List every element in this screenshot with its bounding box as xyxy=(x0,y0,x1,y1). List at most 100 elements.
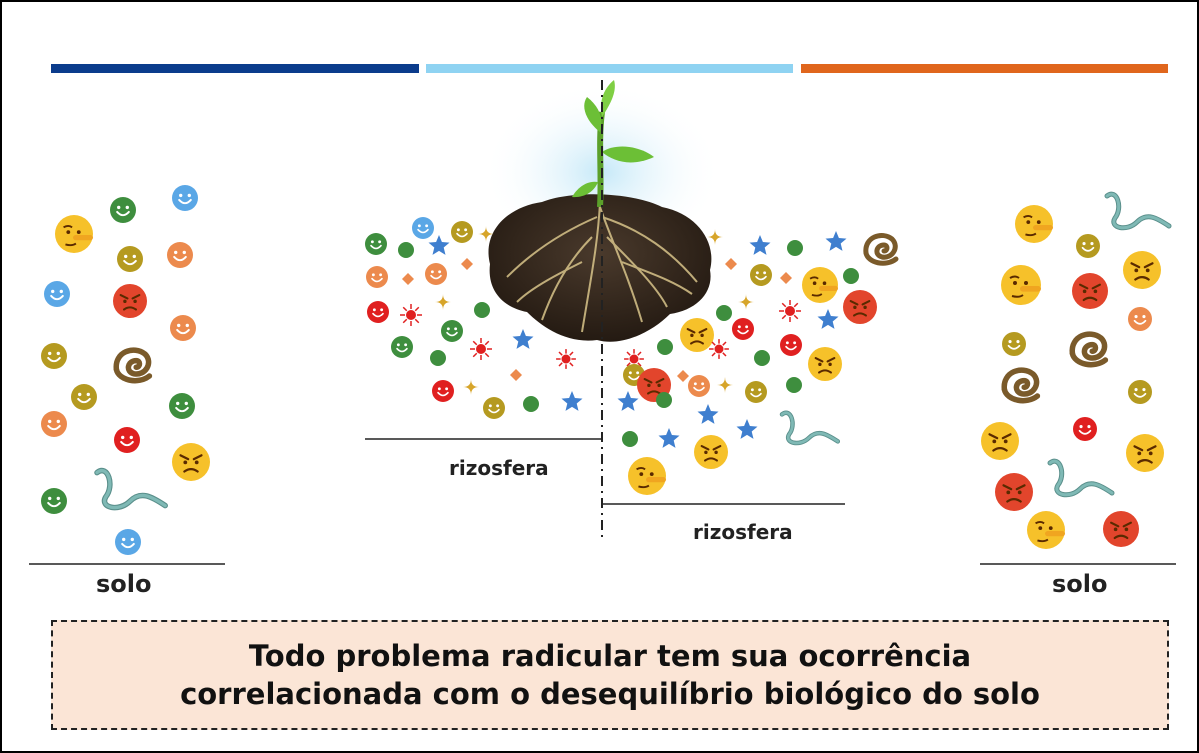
conclusion-callout: Todo problema radicular tem sua ocorrênc… xyxy=(51,620,1169,730)
star-icon xyxy=(561,391,583,411)
microbe-dot-icon xyxy=(474,302,490,318)
smiley-icon xyxy=(41,488,67,514)
label-rhizosphere-right: rizosfera xyxy=(693,520,793,544)
smiley-icon xyxy=(170,315,196,341)
smiley-icon xyxy=(115,529,141,555)
header-bar-orange xyxy=(801,64,1168,73)
sparkle-icon xyxy=(463,379,479,395)
nematode-icon xyxy=(1104,191,1172,231)
sparkle-icon xyxy=(435,294,451,310)
smiley-icon xyxy=(41,343,67,369)
microbe-dot-icon xyxy=(843,268,859,284)
smiley-icon xyxy=(750,264,772,286)
earthworm-icon xyxy=(1001,367,1041,404)
smiley-icon xyxy=(169,393,195,419)
label-left-soil: solo xyxy=(96,570,152,598)
lying-face-icon xyxy=(1001,265,1041,305)
angry-face-icon xyxy=(843,290,877,324)
smiley-icon xyxy=(167,242,193,268)
smiley-icon xyxy=(71,384,97,410)
angry-face-icon xyxy=(1072,273,1108,309)
smiley-icon xyxy=(110,197,136,223)
angry-face-icon xyxy=(1126,434,1164,472)
microbe-dot-icon xyxy=(787,240,803,256)
lying-face-icon xyxy=(1015,205,1053,243)
bacteria-burst-icon xyxy=(779,300,801,322)
lying-face-icon xyxy=(1027,511,1065,549)
microbe-dot-icon xyxy=(786,377,802,393)
smiley-icon xyxy=(688,375,710,397)
nematode-icon xyxy=(779,410,841,446)
angry-face-icon xyxy=(680,318,714,352)
callout-line-1: Todo problema radicular tem sua ocorrênc… xyxy=(248,639,972,673)
organisms xyxy=(41,185,1172,555)
smiley-icon xyxy=(365,233,387,255)
microbe-dot-icon xyxy=(398,242,414,258)
sparkle-icon xyxy=(717,377,733,393)
angry-face-icon xyxy=(808,347,842,381)
smiley-icon xyxy=(441,320,463,342)
angry-face-icon xyxy=(172,443,210,481)
smiley-icon xyxy=(1076,234,1100,258)
smiley-icon xyxy=(391,336,413,358)
star-icon xyxy=(428,235,450,255)
star-icon xyxy=(658,428,680,448)
label-right-soil: solo xyxy=(1052,570,1108,598)
star-icon xyxy=(817,309,839,329)
microbe-dot-icon xyxy=(716,305,732,321)
star-icon xyxy=(512,329,534,349)
angry-face-icon xyxy=(1123,251,1161,289)
smiley-icon xyxy=(44,281,70,307)
microbe-dot-icon xyxy=(430,350,446,366)
diamond-icon xyxy=(510,369,522,381)
smiley-icon xyxy=(451,221,473,243)
bacteria-burst-icon xyxy=(470,338,492,360)
smiley-icon xyxy=(483,397,505,419)
diamond-icon xyxy=(780,272,792,284)
diamond-icon xyxy=(461,258,473,270)
star-icon xyxy=(749,235,771,255)
label-rhizosphere-left: rizosfera xyxy=(449,456,549,480)
sparkle-icon xyxy=(738,294,754,310)
smiley-icon xyxy=(1073,417,1097,441)
smiley-icon xyxy=(367,301,389,323)
smiley-icon xyxy=(114,427,140,453)
smiley-icon xyxy=(117,246,143,272)
diamond-icon xyxy=(725,258,737,270)
microbe-dot-icon xyxy=(523,396,539,412)
microbe-dot-icon xyxy=(622,431,638,447)
smiley-icon xyxy=(732,318,754,340)
smiley-icon xyxy=(412,217,434,239)
smiley-icon xyxy=(1002,332,1026,356)
bacteria-burst-icon xyxy=(400,304,422,326)
header-bar-lightblue xyxy=(426,64,793,73)
angry-face-icon xyxy=(995,473,1033,511)
lying-face-icon xyxy=(55,215,93,253)
smiley-icon xyxy=(366,266,388,288)
angry-face-icon xyxy=(981,422,1019,460)
smiley-icon xyxy=(1128,307,1152,331)
smiley-icon xyxy=(745,381,767,403)
smiley-icon xyxy=(41,411,67,437)
angry-face-icon xyxy=(694,435,728,469)
microbe-dot-icon xyxy=(656,392,672,408)
plant-with-roots-icon xyxy=(488,80,712,342)
star-icon xyxy=(736,419,758,439)
bacteria-burst-icon xyxy=(709,339,729,359)
smiley-icon xyxy=(780,334,802,356)
microbe-dot-icon xyxy=(657,339,673,355)
lying-face-icon xyxy=(628,457,666,495)
diamond-icon xyxy=(677,370,689,382)
earthworm-icon xyxy=(113,347,153,384)
angry-face-icon xyxy=(1103,511,1139,547)
earthworm-icon xyxy=(863,233,899,266)
star-icon xyxy=(825,231,847,251)
star-icon xyxy=(697,404,719,424)
smiley-icon xyxy=(432,380,454,402)
earthworm-icon xyxy=(1069,331,1109,368)
microbe-dot-icon xyxy=(754,350,770,366)
angry-face-icon xyxy=(113,284,147,318)
smiley-icon xyxy=(172,185,198,211)
smiley-icon xyxy=(425,263,447,285)
